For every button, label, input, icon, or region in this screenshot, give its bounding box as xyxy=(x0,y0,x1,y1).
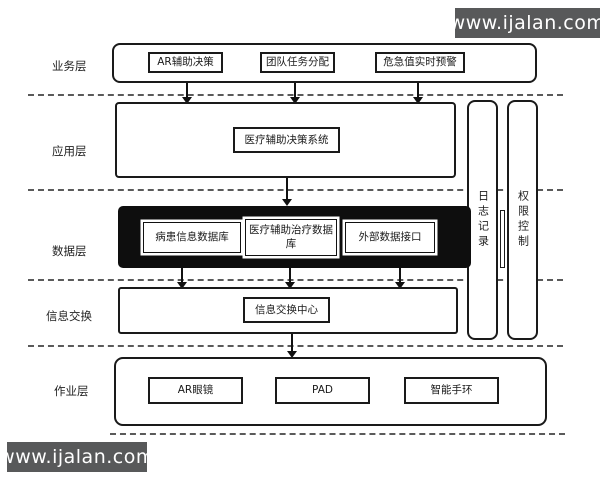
dashed-separator-3 xyxy=(28,279,563,281)
layer-label-operation: 作业层 xyxy=(54,384,89,398)
box-info-exchange-center: 信息交换中心 xyxy=(243,297,330,323)
box-medical-decision-system: 医疗辅助决策系统 xyxy=(233,127,340,153)
dashed-separator-5 xyxy=(110,433,565,435)
box-ar-assist-decision: AR辅助决策 xyxy=(148,52,223,73)
sidebar-log-record: 日志记录 xyxy=(467,100,498,340)
sidebar-permission-control: 权限控制 xyxy=(507,100,538,340)
watermark-top: www.ijalan.com xyxy=(450,8,600,38)
box-smart-band: 智能手环 xyxy=(404,377,499,404)
box-team-task-assign: 团队任务分配 xyxy=(260,52,335,73)
dashed-separator-2 xyxy=(28,189,563,191)
layer-label-application: 应用层 xyxy=(52,144,87,158)
sidebar-divider-bar xyxy=(500,210,505,268)
watermark-bottom: www.ijalan.com xyxy=(0,442,154,472)
box-critical-value-alert: 危急值实时预警 xyxy=(375,52,465,73)
layer-label-business: 业务层 xyxy=(52,59,87,73)
box-external-data-interface: 外部数据接口 xyxy=(345,222,435,253)
box-patient-info-database: 病患信息数据库 xyxy=(143,222,241,253)
dashed-separator-4 xyxy=(28,345,563,347)
layer-label-exchange: 信息交换 xyxy=(46,309,92,323)
layer-label-data: 数据层 xyxy=(52,244,87,258)
box-pad: PAD xyxy=(275,377,370,404)
box-assist-treatment-database: 医疗辅助治疗数据库 xyxy=(245,219,337,256)
box-ar-glasses: AR眼镜 xyxy=(148,377,243,404)
